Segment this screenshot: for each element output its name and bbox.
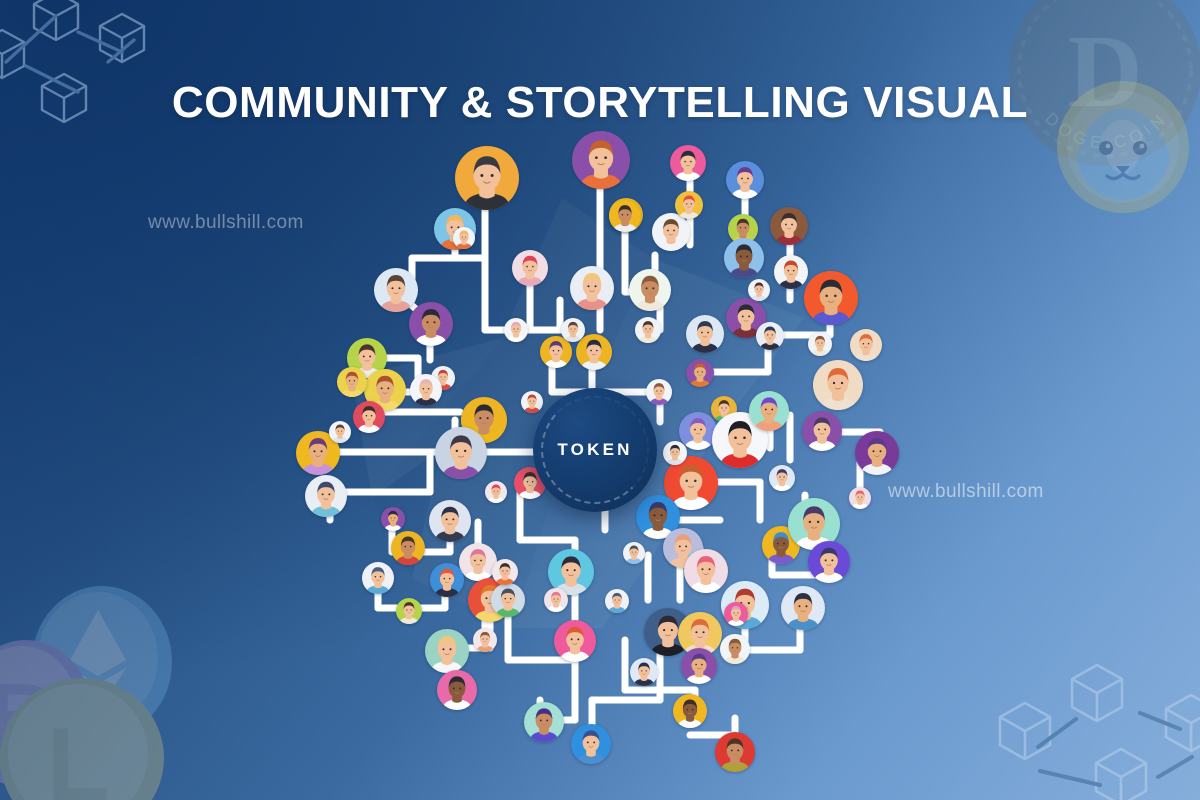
community-member[interactable] xyxy=(381,507,405,531)
page-title: COMMUNITY & STORYTELLING VISUAL xyxy=(171,78,1029,127)
community-member[interactable] xyxy=(435,427,487,479)
community-member[interactable] xyxy=(756,322,784,350)
community-member[interactable] xyxy=(571,724,611,764)
community-member[interactable] xyxy=(679,412,717,450)
community-member[interactable] xyxy=(473,628,497,652)
community-member[interactable] xyxy=(329,421,351,443)
community-member[interactable] xyxy=(296,431,340,475)
community-member[interactable] xyxy=(544,588,568,612)
community-member[interactable] xyxy=(429,500,471,542)
community-member[interactable] xyxy=(663,441,687,465)
community-member[interactable] xyxy=(720,634,750,664)
community-member[interactable] xyxy=(362,562,394,594)
token-hub[interactable]: TOKEN xyxy=(533,388,657,512)
community-member[interactable] xyxy=(686,359,714,387)
community-member[interactable] xyxy=(769,465,795,491)
community-member[interactable] xyxy=(850,329,882,361)
community-member[interactable] xyxy=(770,207,808,245)
community-member[interactable] xyxy=(686,315,724,353)
community-member[interactable] xyxy=(652,213,690,251)
community-member[interactable] xyxy=(808,332,832,356)
community-member[interactable] xyxy=(548,549,594,595)
community-member[interactable] xyxy=(726,298,766,338)
community-member[interactable] xyxy=(670,145,706,181)
community-member[interactable] xyxy=(437,670,477,710)
community-member[interactable] xyxy=(540,336,572,368)
community-member[interactable] xyxy=(561,318,585,342)
community-member[interactable] xyxy=(453,227,475,249)
community-member[interactable] xyxy=(504,318,528,342)
community-member[interactable] xyxy=(635,317,661,343)
community-member[interactable] xyxy=(512,250,548,286)
watermark-right: www.bullshill.com xyxy=(888,481,1044,502)
community-member[interactable] xyxy=(337,367,367,397)
community-member[interactable] xyxy=(459,543,497,581)
community-member[interactable] xyxy=(396,598,422,624)
community-member[interactable] xyxy=(749,391,789,431)
community-member[interactable] xyxy=(724,602,748,626)
community-member[interactable] xyxy=(715,732,755,772)
community-member[interactable] xyxy=(623,542,645,564)
community-member[interactable] xyxy=(576,334,612,370)
token-hub-ring xyxy=(541,396,649,504)
community-member[interactable] xyxy=(491,583,525,617)
community-member[interactable] xyxy=(849,487,871,509)
community-member[interactable] xyxy=(684,549,728,593)
community-member[interactable] xyxy=(391,531,425,565)
community-member[interactable] xyxy=(813,360,863,410)
community-member[interactable] xyxy=(374,268,418,312)
community-member[interactable] xyxy=(430,563,464,597)
community-member[interactable] xyxy=(630,658,658,686)
community-member[interactable] xyxy=(410,374,442,406)
community-member[interactable] xyxy=(802,411,842,451)
community-member[interactable] xyxy=(554,620,596,662)
community-member[interactable] xyxy=(855,431,899,475)
community-member[interactable] xyxy=(305,475,347,517)
community-member[interactable] xyxy=(748,279,770,301)
community-member[interactable] xyxy=(353,401,385,433)
community-member[interactable] xyxy=(572,131,630,189)
community-member[interactable] xyxy=(409,302,453,346)
community-member[interactable] xyxy=(675,191,703,219)
community-member[interactable] xyxy=(521,391,543,413)
community-member[interactable] xyxy=(808,541,850,583)
community-member[interactable] xyxy=(804,271,858,325)
community-member[interactable] xyxy=(681,648,717,684)
community-member[interactable] xyxy=(492,559,518,585)
community-member[interactable] xyxy=(726,161,764,199)
community-member[interactable] xyxy=(524,702,564,742)
community-member[interactable] xyxy=(605,589,629,613)
community-member[interactable] xyxy=(781,586,825,630)
community-member[interactable] xyxy=(774,255,808,289)
community-member[interactable] xyxy=(678,612,722,656)
community-member[interactable] xyxy=(570,266,614,310)
community-member[interactable] xyxy=(646,379,672,405)
watermark-left: www.bullshill.com xyxy=(148,212,304,233)
community-member[interactable] xyxy=(724,238,764,278)
community-member[interactable] xyxy=(673,694,707,728)
community-member[interactable] xyxy=(609,200,641,232)
community-member[interactable] xyxy=(629,269,671,311)
community-member[interactable] xyxy=(485,481,507,503)
community-member[interactable] xyxy=(425,629,469,673)
token-hub-label: TOKEN xyxy=(557,440,633,459)
community-member[interactable] xyxy=(455,146,519,210)
